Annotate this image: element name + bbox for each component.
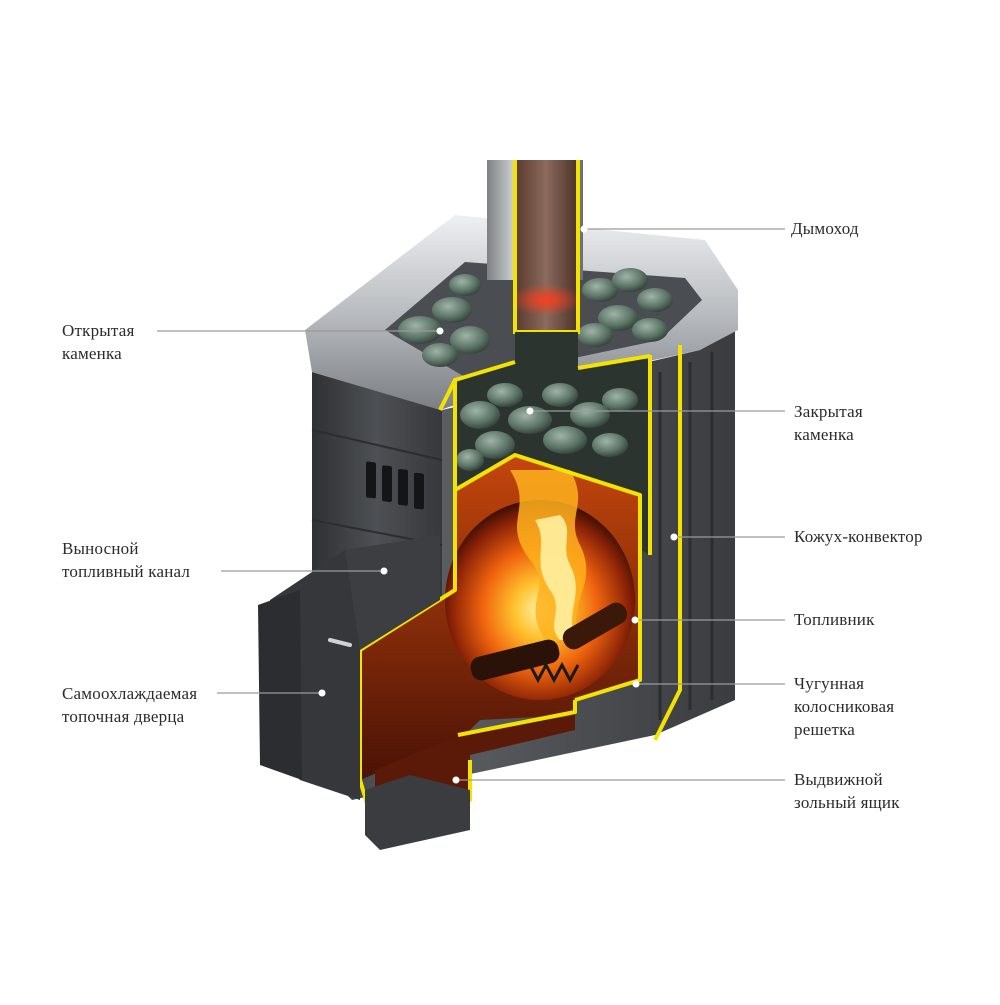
- label-closed-stone-chamber: Закрытая каменка: [794, 402, 863, 444]
- label-self-cooling-door: Самоохлаждаемая топочная дверца: [62, 684, 198, 726]
- open-chamber-stones: [398, 268, 673, 367]
- leader-lines: [157, 228, 785, 781]
- label-cast-iron-grate: Чугунная колосниковая решетка: [794, 674, 895, 739]
- leader-dots: [318, 225, 678, 784]
- label-chimney: Дымоход: [791, 219, 859, 238]
- label-firebox: Топливник: [794, 610, 875, 629]
- ash-drawer-handle: [365, 775, 470, 850]
- label-remote-fuel-channel: Выносной топливный канал: [62, 539, 191, 581]
- vent-slots: [366, 461, 424, 510]
- remote-fuel-channel: [258, 535, 440, 800]
- label-open-stone-chamber: Открытая каменка: [62, 321, 135, 363]
- label-ash-drawer: Выдвижной зольный ящик: [794, 770, 900, 812]
- label-convector-casing: Кожух-конвектор: [794, 527, 923, 546]
- chimney-pipe: [487, 160, 583, 360]
